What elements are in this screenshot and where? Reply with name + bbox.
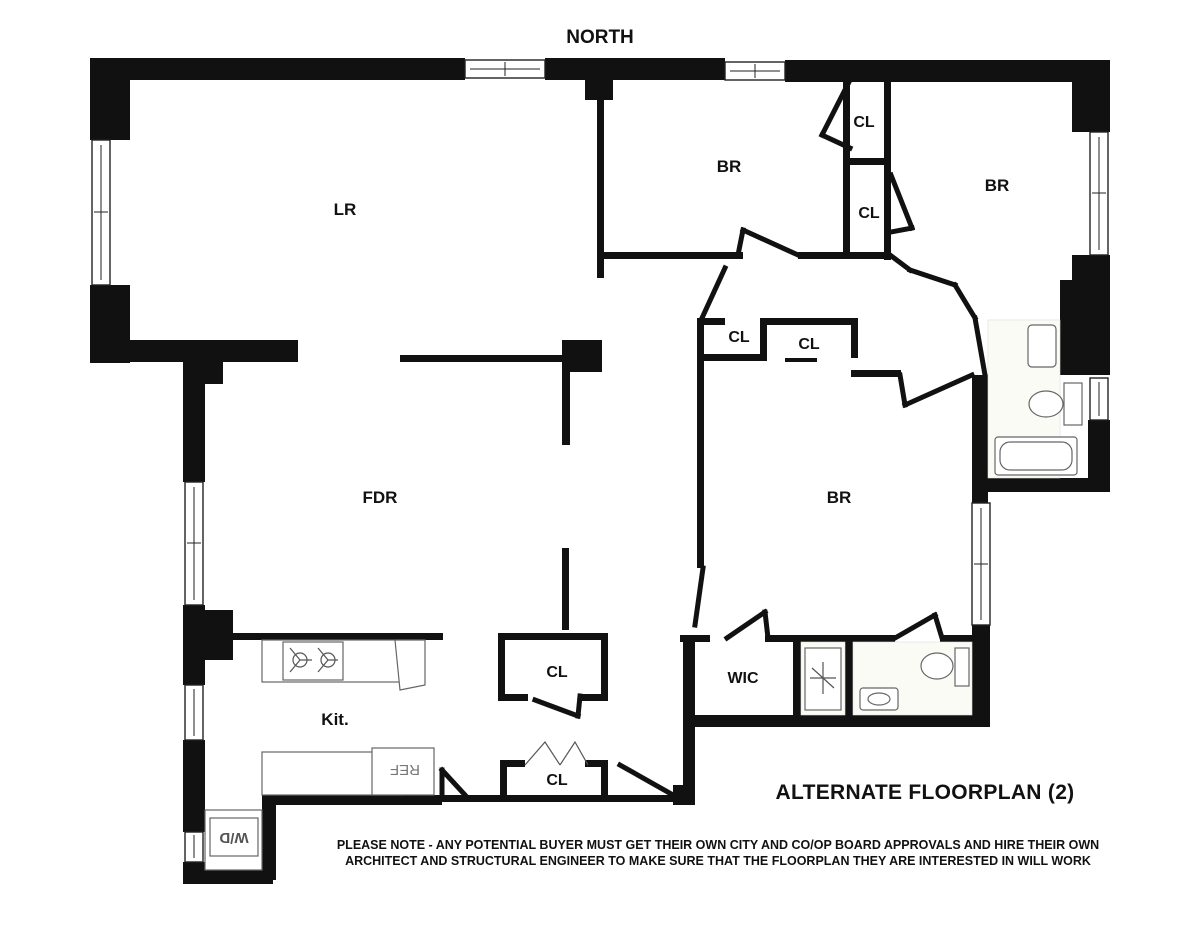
room-label-br-north: BR — [717, 157, 742, 176]
room-label-cl-6: CL — [546, 772, 568, 789]
disclaimer-line-2: ARCHITECT AND STRUCTURAL ENGINEER TO MAK… — [345, 854, 1091, 868]
door-swings — [438, 76, 988, 799]
room-label-kitchen: Kit. — [321, 710, 348, 729]
refrigerator-label: REF — [390, 761, 420, 778]
room-label-fdr: FDR — [363, 488, 398, 507]
exterior-walls — [90, 58, 1110, 884]
room-label-cl-3: CL — [728, 329, 750, 346]
bathroom-east — [800, 641, 973, 716]
stove-burners — [289, 647, 338, 673]
bathroom-northeast — [987, 319, 1083, 479]
room-label-br-northeast: BR — [985, 176, 1010, 195]
room-label-cl-1: CL — [853, 114, 875, 131]
room-label-cl-4: CL — [798, 336, 820, 353]
room-label-cl-5: CL — [546, 664, 568, 681]
windows — [91, 59, 1109, 863]
room-label-cl-2: CL — [858, 205, 880, 222]
kitchen-fixtures — [204, 639, 435, 871]
floorplan-title: ALTERNATE FLOORPLAN (2) — [776, 781, 1075, 804]
room-label-lr: LR — [334, 200, 357, 219]
closet-bifold-doors — [524, 740, 589, 766]
north-label: NORTH — [566, 27, 634, 48]
interior-walls — [205, 58, 975, 802]
labels: NORTH LR FDR Kit. BR BR BR CL CL CL CL C… — [219, 27, 1099, 868]
washer-dryer-label: W/D — [219, 829, 248, 846]
disclaimer-line-1: PLEASE NOTE - ANY POTENTIAL BUYER MUST G… — [337, 838, 1099, 852]
room-label-br-east: BR — [827, 488, 852, 507]
room-label-wic: WIC — [727, 670, 759, 687]
